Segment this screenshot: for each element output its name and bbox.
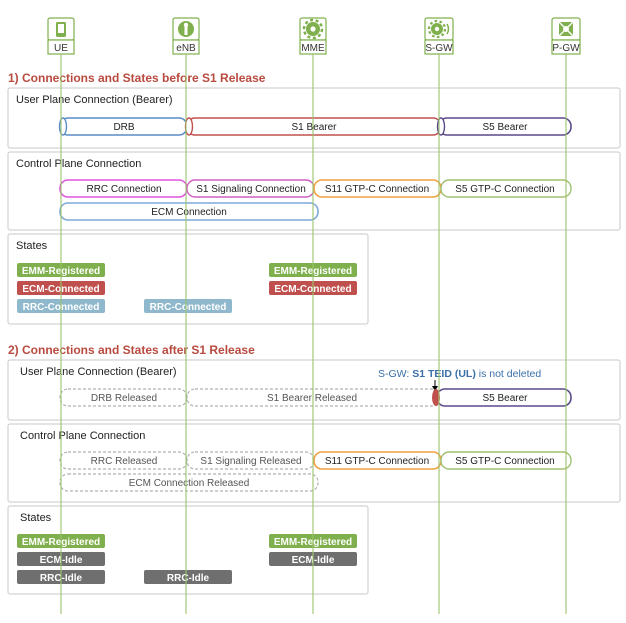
s2-ecm-pipe: ECM Connection Released	[59, 473, 319, 492]
svg-text:S-GW: S1 TEID (UL) is not dele: S-GW: S1 TEID (UL) is not deleted	[378, 368, 541, 380]
node-sgw: S-GW	[424, 17, 454, 55]
s1-rrc-pipe: RRC Connection	[59, 179, 188, 198]
s1-s5-bearer-label: S5 Bearer	[482, 122, 528, 133]
s2-s1-signaling-pipe: S1 Signaling Released	[186, 451, 315, 470]
antenna-icon	[178, 21, 194, 37]
s1-ecm-pipe: ECM Connection	[59, 202, 319, 221]
node-label-ue: UE	[54, 43, 68, 54]
s2-s1-bearer-label: S1 Bearer Released	[267, 393, 357, 404]
node-label-mme: MME	[301, 43, 325, 54]
node-label-sgw: S-GW	[425, 43, 453, 54]
s1-enb-state-rrc-label: RRC-Connected	[150, 302, 227, 313]
node-label-pgw: P-GW	[552, 43, 580, 54]
node-label-enb: eNB	[176, 43, 196, 54]
s2-note-prefix: S-GW:	[378, 368, 412, 380]
s2-rrc-label: RRC Released	[91, 456, 158, 467]
s1-s1-bearer-label: S1 Bearer	[291, 122, 337, 133]
s2-drb-pipe: DRB Released	[59, 388, 188, 407]
s2-teid-note: S-GW: S1 TEID (UL) is not deleted	[378, 368, 541, 391]
node-enb: eNB	[172, 17, 200, 55]
s2-s1-signaling-label: S1 Signaling Released	[200, 456, 301, 467]
s1-s5-gtpc-label: S5 GTP-C Connection	[455, 184, 555, 195]
gear-icon	[302, 18, 324, 40]
s2-user-plane-title: User Plane Connection (Bearer)	[20, 366, 177, 378]
section1-title: 1) Connections and States before S1 Rele…	[8, 71, 266, 85]
s1-s5-gtpc-pipe: S5 GTP-C Connection	[440, 179, 572, 198]
network-icon	[558, 21, 574, 37]
s2-s5-bearer-pipe: S5 Bearer	[432, 388, 572, 407]
s1-ecm-label: ECM Connection	[151, 207, 227, 218]
s2-rrc-pipe: RRC Released	[59, 451, 188, 470]
s2-enb-state-rrc: RRC-Idle	[144, 570, 232, 584]
s1-enb-state-rrc: RRC-Connected	[144, 299, 232, 313]
s1-rrc-label: RRC Connection	[86, 184, 161, 195]
s2-states-title: States	[20, 512, 52, 524]
node-mme: MME	[299, 17, 327, 55]
s1-s11-label: S11 GTP-C Connection	[325, 184, 429, 195]
s2-note-suffix: is not deleted	[476, 368, 542, 380]
phone-icon	[56, 22, 66, 37]
gear-wave-icon	[427, 19, 450, 39]
s2-drb-label: DRB Released	[91, 393, 157, 404]
s2-enb-state-rrc-label: RRC-Idle	[167, 573, 210, 584]
s1-s1-signaling-pipe: S1 Signaling Connection	[186, 179, 315, 198]
s1-user-plane-title: User Plane Connection (Bearer)	[16, 94, 173, 106]
s1-drb-label: DRB	[113, 122, 134, 133]
s2-s5-gtpc-pipe: S5 GTP-C Connection	[440, 451, 572, 470]
s2-ecm-label: ECM Connection Released	[129, 478, 250, 489]
node-ue: UE	[47, 17, 75, 55]
s2-s11-label: S11 GTP-C Connection	[325, 456, 429, 467]
s1-states-title: States	[16, 240, 48, 252]
s2-s5-bearer-label: S5 Bearer	[482, 393, 528, 404]
node-pgw: P-GW	[551, 17, 581, 55]
lifelines	[60, 54, 567, 614]
section2-title: 2) Connections and States after S1 Relea…	[8, 343, 255, 357]
s1-s1-signaling-label: S1 Signaling Connection	[196, 184, 306, 195]
s2-control-plane-title: Control Plane Connection	[20, 430, 145, 442]
s2-s5-gtpc-label: S5 GTP-C Connection	[455, 456, 555, 467]
s1-s11-pipe: S11 GTP-C Connection	[313, 179, 442, 198]
s2-note-bold: S1 TEID (UL)	[412, 368, 476, 380]
s1-s5-bearer-pipe: S5 Bearer	[436, 117, 572, 136]
s1-control-plane-title: Control Plane Connection	[16, 158, 141, 170]
s2-s11-pipe: S11 GTP-C Connection	[313, 451, 442, 470]
s1-drb-pipe: DRB	[58, 117, 188, 136]
